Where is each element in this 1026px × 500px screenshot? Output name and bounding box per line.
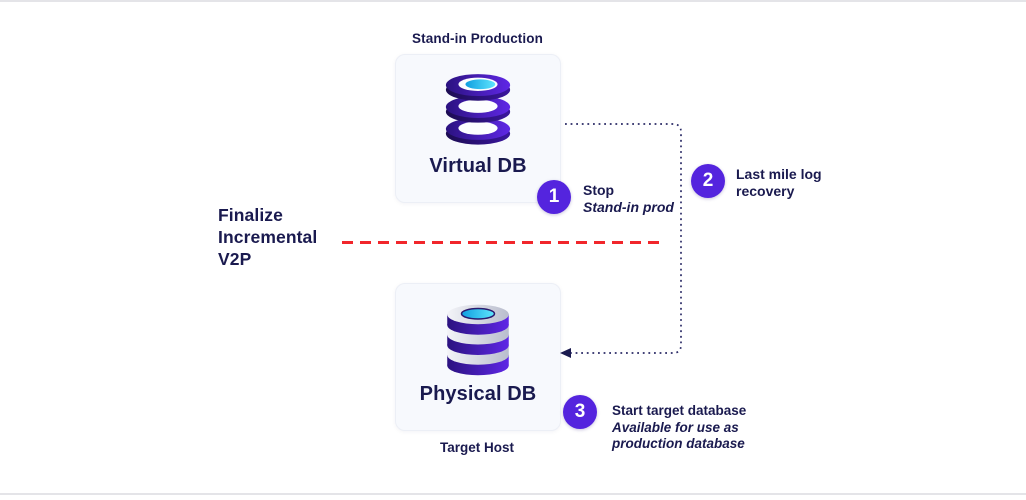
physical-database-cylinder-icon — [447, 304, 509, 376]
step-1-text: Stop Stand-in prod — [583, 182, 693, 216]
step-3-number: 3 — [574, 401, 586, 422]
arrowhead-left-icon — [560, 348, 571, 358]
step-3-subtitle: Available for use as production database — [612, 419, 745, 452]
step-3-badge: 3 — [563, 395, 597, 429]
virtual-db-label: Virtual DB — [429, 155, 527, 177]
step-1-title: Stop — [583, 182, 615, 198]
bottom-divider — [0, 493, 1026, 495]
virtual-database-rings-icon — [445, 74, 511, 145]
physical-db-card: Physical DB — [395, 283, 561, 431]
step-2-badge: 2 — [691, 164, 725, 198]
step-1-badge: 1 — [537, 180, 571, 214]
step-2-title: Last mile log recovery — [736, 166, 822, 199]
step-1-subtitle: Stand-in prod — [583, 199, 674, 215]
step-1-number: 1 — [548, 186, 560, 207]
step-3-text: Start target database Available for use … — [612, 403, 774, 453]
virtual-db-card: Virtual DB — [395, 54, 561, 203]
standin-production-label: Stand-in Production — [412, 31, 543, 46]
target-host-label: Target Host — [439, 440, 514, 455]
physical-db-label: Physical DB — [419, 383, 537, 405]
top-divider — [0, 0, 1026, 2]
step-2-text: Last mile log recovery — [736, 166, 841, 200]
finalize-incremental-v2p-label: Finalize Incremental V2P — [218, 205, 318, 269]
step-2-number: 2 — [702, 170, 714, 191]
red-dashed-cutover-line — [342, 241, 666, 244]
step-3-title: Start target database — [612, 403, 747, 418]
